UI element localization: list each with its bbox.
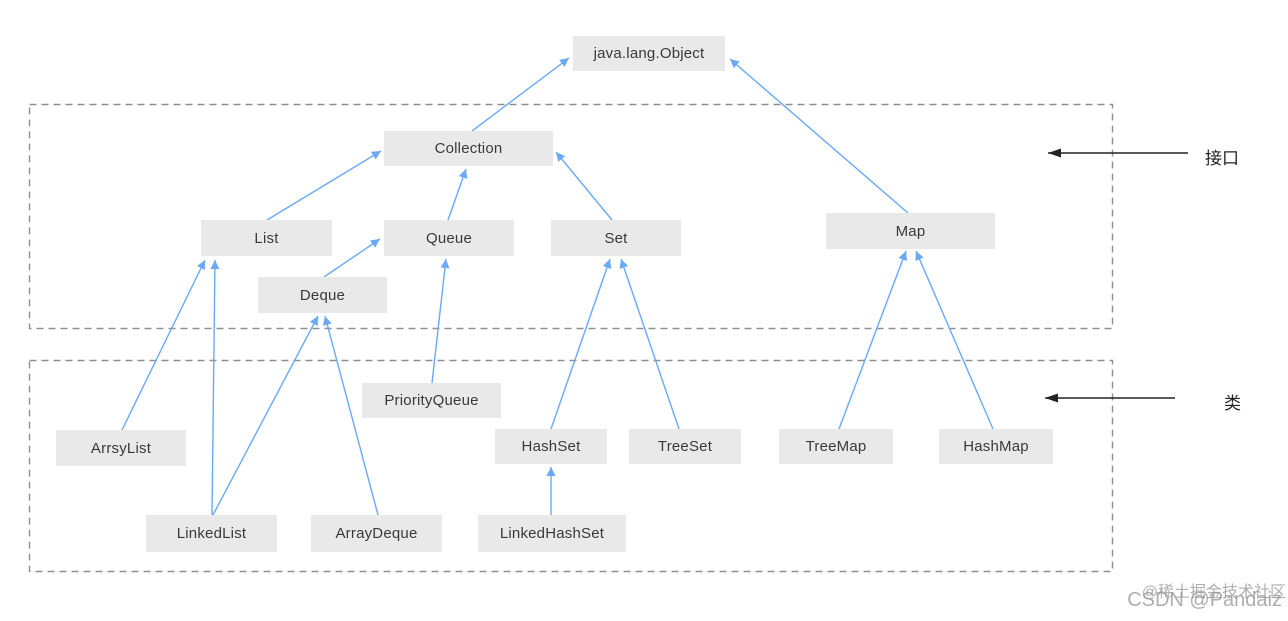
edge-linkedlist-to-deque [212, 315, 319, 516]
node-linkedlist: LinkedList [146, 515, 277, 552]
edge-priorityqueue-to-queue [431, 258, 450, 384]
edge-arraydeque-to-deque [322, 315, 379, 516]
node-map: Map [826, 213, 995, 249]
node-arrsylist: ArrsyList [56, 430, 186, 466]
edge-treemap-to-map [838, 250, 908, 430]
node-list: List [201, 220, 332, 256]
edge-treeset-to-set [619, 258, 680, 430]
node-set: Set [551, 220, 681, 256]
node-collection: Collection [384, 131, 553, 166]
node-treemap: TreeMap [779, 429, 893, 464]
region-label-classes: 类 [1224, 394, 1241, 413]
edge-arrsylist-to-list [121, 259, 206, 431]
edge-list-to-collection [266, 150, 382, 221]
edge-set-to-collection [555, 151, 613, 221]
region-classes-frame [28, 359, 1114, 573]
edge-queue-to-collection [447, 168, 468, 221]
node-hashset: HashSet [495, 429, 607, 464]
edge-map-to-object [729, 58, 909, 214]
region-interfaces-frame [28, 103, 1114, 330]
node-queue: Queue [384, 220, 514, 256]
node-arraydeque: ArrayDeque [311, 515, 442, 552]
region-label-interfaces: 接口 [1205, 149, 1239, 168]
edge-deque-to-queue [323, 238, 381, 278]
edge-collection-to-object [471, 57, 570, 132]
node-hashmap: HashMap [939, 429, 1053, 464]
node-deque: Deque [258, 277, 387, 313]
node-priorityqueue: PriorityQueue [362, 383, 501, 418]
edge-hashmap-to-map [915, 250, 994, 430]
edge-linkedlist-to-list [210, 259, 220, 516]
node-treeset: TreeSet [629, 429, 741, 464]
node-linkedhashset: LinkedHashSet [478, 515, 626, 552]
node-java-lang-object: java.lang.Object [573, 36, 725, 71]
edge-hashset-to-set [550, 258, 612, 430]
